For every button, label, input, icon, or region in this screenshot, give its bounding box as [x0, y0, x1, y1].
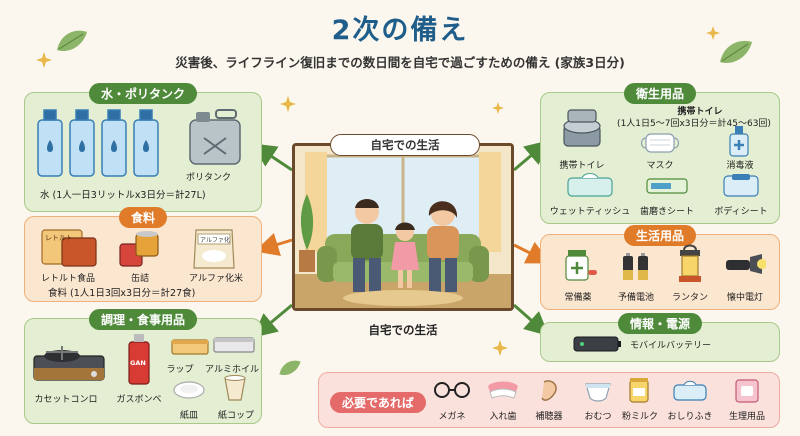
optional-item-1: 入れ歯 [489, 412, 517, 422]
polytank-icon [189, 109, 241, 165]
cooking-title: 調理・食事用品 [88, 309, 198, 330]
cooking-item-1: ガスボンベ [116, 395, 162, 405]
water-bottles-icon [37, 109, 159, 177]
food-item-1: 缶詰 [130, 274, 150, 284]
gas-stove-icon [33, 346, 105, 381]
body-sheet-icon [723, 174, 759, 197]
sparkle-icon [492, 340, 508, 356]
arrow-info [513, 303, 549, 336]
hearing-aid-icon [541, 380, 557, 401]
gas-can-icon: GAN [128, 334, 150, 385]
arrow-food [254, 233, 293, 256]
polytank-label: ポリタンク [186, 173, 232, 183]
sparkle-icon [492, 102, 504, 114]
hygiene-item-4: 歯磨きシート [639, 207, 695, 217]
mask-icon [640, 133, 680, 153]
optional-item-5: おしりふき [667, 412, 713, 422]
paper-cup-icon [224, 375, 246, 401]
hygiene-item-2: 消毒液 [726, 161, 754, 171]
sparkle-icon [706, 26, 720, 40]
food-note: 食料 (1人1日3回x3日分＝計27食) [48, 288, 196, 299]
optional-item-6: 生理用品 [728, 412, 766, 422]
toothbrush-sheet-icon [646, 178, 688, 194]
leaf-icon [720, 40, 752, 64]
family-illustration [295, 146, 511, 308]
optional-item-0: メガネ [438, 412, 466, 422]
leaf-icon [57, 30, 87, 52]
living-item-2: ランタン [671, 293, 709, 303]
food-item-0: レトルト食品 [40, 274, 96, 284]
info-title: 情報・電源 [617, 313, 703, 334]
formula-milk-icon [629, 378, 649, 403]
info-item-0: モバイルバッテリー [630, 341, 712, 351]
cooking-item-4: 紙皿 [179, 411, 199, 421]
arrow-water [252, 143, 293, 172]
cooking-item-5: 紙コップ [217, 411, 255, 421]
wet-tissue-icon [567, 173, 613, 197]
gas-can-text: GAN [130, 359, 146, 367]
hygiene-item-5: ボディシート [714, 207, 768, 217]
cooking-item-2: ラップ [166, 365, 194, 375]
cooking-item-3: アルミホイル [205, 365, 259, 375]
hygiene-item-3: ウェットティッシュ [549, 207, 631, 217]
toilet-note-title: 携帯トイレ [677, 107, 723, 117]
medicine-icon [565, 250, 597, 281]
hygiene-item-1: マスク [646, 161, 674, 171]
living-item-3: 懐中電灯 [726, 293, 764, 303]
home-scene [292, 143, 514, 311]
food-title: 食料 [118, 207, 168, 228]
sparkle-icon [280, 96, 296, 112]
cooking-item-0: カセットコンロ [34, 395, 98, 405]
center-badge: 自宅での生活 [330, 134, 480, 156]
optional-title: 必要であれば [330, 392, 426, 413]
portable-toilet-icon [563, 109, 601, 147]
baby-wipes-icon [673, 380, 707, 401]
arrow-cooking [252, 303, 293, 338]
food-item-2: アルファ化米 [189, 274, 243, 284]
alpha-pack-text: アルファ化 [200, 236, 230, 244]
paper-plate-icon [173, 381, 205, 399]
page-title: 2次の備え [331, 15, 469, 46]
water-note: 水 (1人一日3リットルx3日分＝計27L) [40, 190, 206, 201]
foil-icon [213, 337, 255, 353]
alpha-rice-icon: アルファ化 [193, 229, 235, 269]
dentures-icon [488, 381, 518, 399]
sanitary-products-icon [735, 379, 759, 403]
glasses-icon [434, 382, 470, 398]
living-item-0: 常備薬 [564, 293, 592, 303]
center-caption: 自宅での生活 [368, 323, 438, 337]
leaf-icon [279, 360, 301, 376]
living-item-1: 予備電池 [617, 293, 655, 303]
canned-food-icon [119, 231, 159, 267]
hygiene-title: 衛生用品 [623, 83, 697, 104]
arrow-living [513, 241, 551, 264]
flashlight-icon [726, 254, 766, 274]
toilet-note-detail: (1人1日5〜7回x3日分＝計45〜63回) [617, 119, 771, 129]
lantern-icon [679, 244, 701, 282]
sparkle-icon [36, 52, 52, 68]
diaper-icon [585, 383, 611, 402]
page-subtitle: 災害後、ライフライン復旧までの数日間を自宅で過ごすための備え (家族3日分) [175, 55, 625, 70]
optional-item-3: おむつ [584, 412, 612, 422]
retort-pack-text: レトルト [45, 234, 73, 242]
retort-food-icon: レトルト [41, 229, 97, 267]
optional-item-2: 補聴器 [535, 412, 563, 422]
hygiene-item-0: 携帯トイレ [559, 161, 605, 171]
batteries-icon [623, 253, 648, 280]
water-title: 水・ポリタンク [88, 83, 198, 104]
sanitizer-icon [729, 126, 749, 157]
arrow-hygiene [513, 140, 550, 172]
mobile-battery-icon [573, 336, 621, 352]
optional-item-4: 粉ミルク [621, 412, 659, 422]
living-title: 生活用品 [623, 225, 697, 246]
wrap-icon [171, 339, 209, 355]
